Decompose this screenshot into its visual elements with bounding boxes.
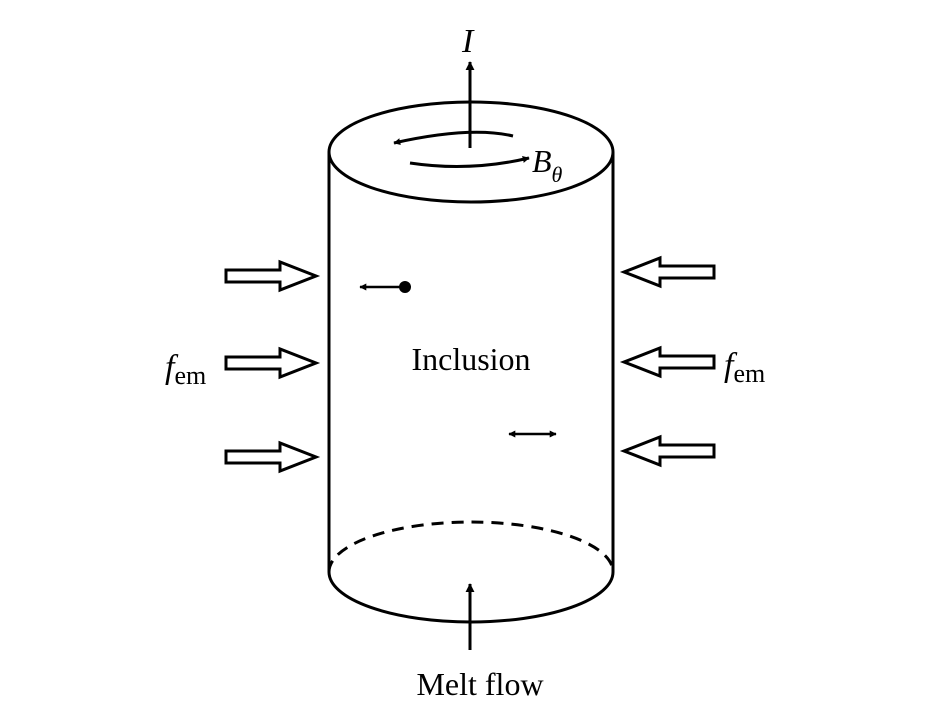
force-label-right: fem bbox=[724, 347, 765, 388]
field-arc-lower-arrow bbox=[409, 156, 530, 169]
left-force-arrow-bottom bbox=[224, 440, 321, 474]
force-label-right-subscript: em bbox=[733, 359, 765, 388]
field-arc-upper-arrow bbox=[393, 130, 514, 146]
right-force-arrow-middle bbox=[619, 345, 716, 379]
current-label: I bbox=[461, 23, 475, 60]
inclusion-particle bbox=[399, 281, 411, 293]
inclusion-label: Inclusion bbox=[411, 341, 530, 377]
force-label-left: fem bbox=[165, 349, 206, 390]
left-force-arrow-top bbox=[224, 259, 321, 293]
right-force-arrow-top bbox=[619, 255, 716, 289]
right-force-arrows bbox=[619, 255, 716, 468]
left-force-arrows bbox=[224, 259, 321, 474]
left-force-arrow-middle bbox=[224, 346, 321, 380]
force-label-left-subscript: em bbox=[174, 361, 206, 390]
melt-flow-label: Melt flow bbox=[416, 666, 543, 702]
field-label-subscript: θ bbox=[552, 162, 563, 187]
field-label-main: B bbox=[532, 143, 552, 179]
cylinder-bottom-back-arc bbox=[327, 520, 615, 573]
right-force-arrow-bottom bbox=[619, 434, 716, 468]
field-label: Bθ bbox=[532, 143, 563, 187]
